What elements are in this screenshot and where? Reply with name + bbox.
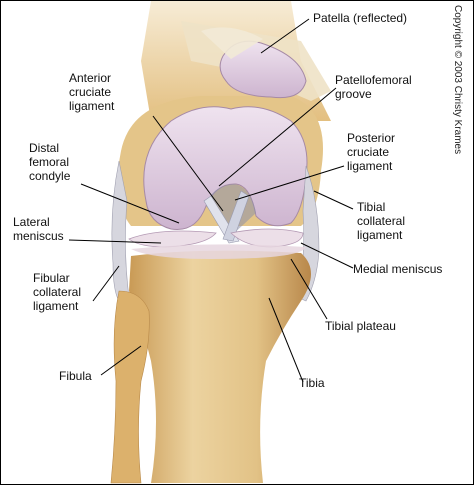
label-patellofemoral-groove: Patellofemoral groove	[335, 73, 412, 101]
leader-anterior-cruciate	[152, 115, 224, 212]
label-tibial-collateral-ligament: Tibial collateral ligament	[357, 200, 406, 242]
tibial-plateau	[131, 244, 306, 259]
label-distal-femoral-condyle: Distal femoral condyle	[29, 141, 71, 183]
leader-fibular-collateral	[92, 265, 120, 302]
femoral-cartilage	[143, 106, 308, 231]
leader-lines	[68, 18, 354, 383]
leader-medial-meniscus	[300, 242, 354, 269]
leader-patella	[260, 18, 310, 54]
fibula-bone	[110, 290, 150, 484]
copyright-notice: Copyright © 2003 Christy Krames	[452, 5, 463, 155]
label-lateral-meniscus: Lateral meniscus	[13, 215, 64, 243]
leader-distal-femoral-condyle	[80, 183, 180, 224]
leader-tibial-plateau	[290, 258, 328, 320]
label-medial-meniscus: Medial meniscus	[353, 262, 443, 276]
leader-posterior-cruciate	[234, 165, 345, 201]
label-fibula: Fibula	[59, 369, 92, 383]
patellar-membrane	[201, 27, 263, 59]
lateral-meniscus	[128, 230, 217, 248]
tibia-bone	[129, 250, 311, 483]
patella	[219, 40, 307, 99]
label-tibial-plateau: Tibial plateau	[325, 319, 396, 333]
leader-tibial-collateral	[313, 190, 354, 210]
leader-tibia	[268, 297, 304, 383]
medial-meniscus	[230, 228, 304, 248]
label-posterior-cruciate-ligament: Posterior cruciate ligament	[347, 131, 396, 173]
leader-patellofemoral-groove	[218, 87, 337, 187]
label-patella: Patella (reflected)	[313, 11, 408, 25]
leader-fibula	[100, 345, 142, 376]
posterior-cruciate-ligament	[222, 190, 250, 242]
label-tibia: Tibia	[299, 376, 325, 390]
label-anterior-cruciate-ligament: Anterior cruciate ligament	[69, 71, 115, 113]
leader-lateral-meniscus	[68, 239, 162, 244]
label-fibular-collateral-ligament: Fibular collateral ligament	[33, 271, 82, 313]
